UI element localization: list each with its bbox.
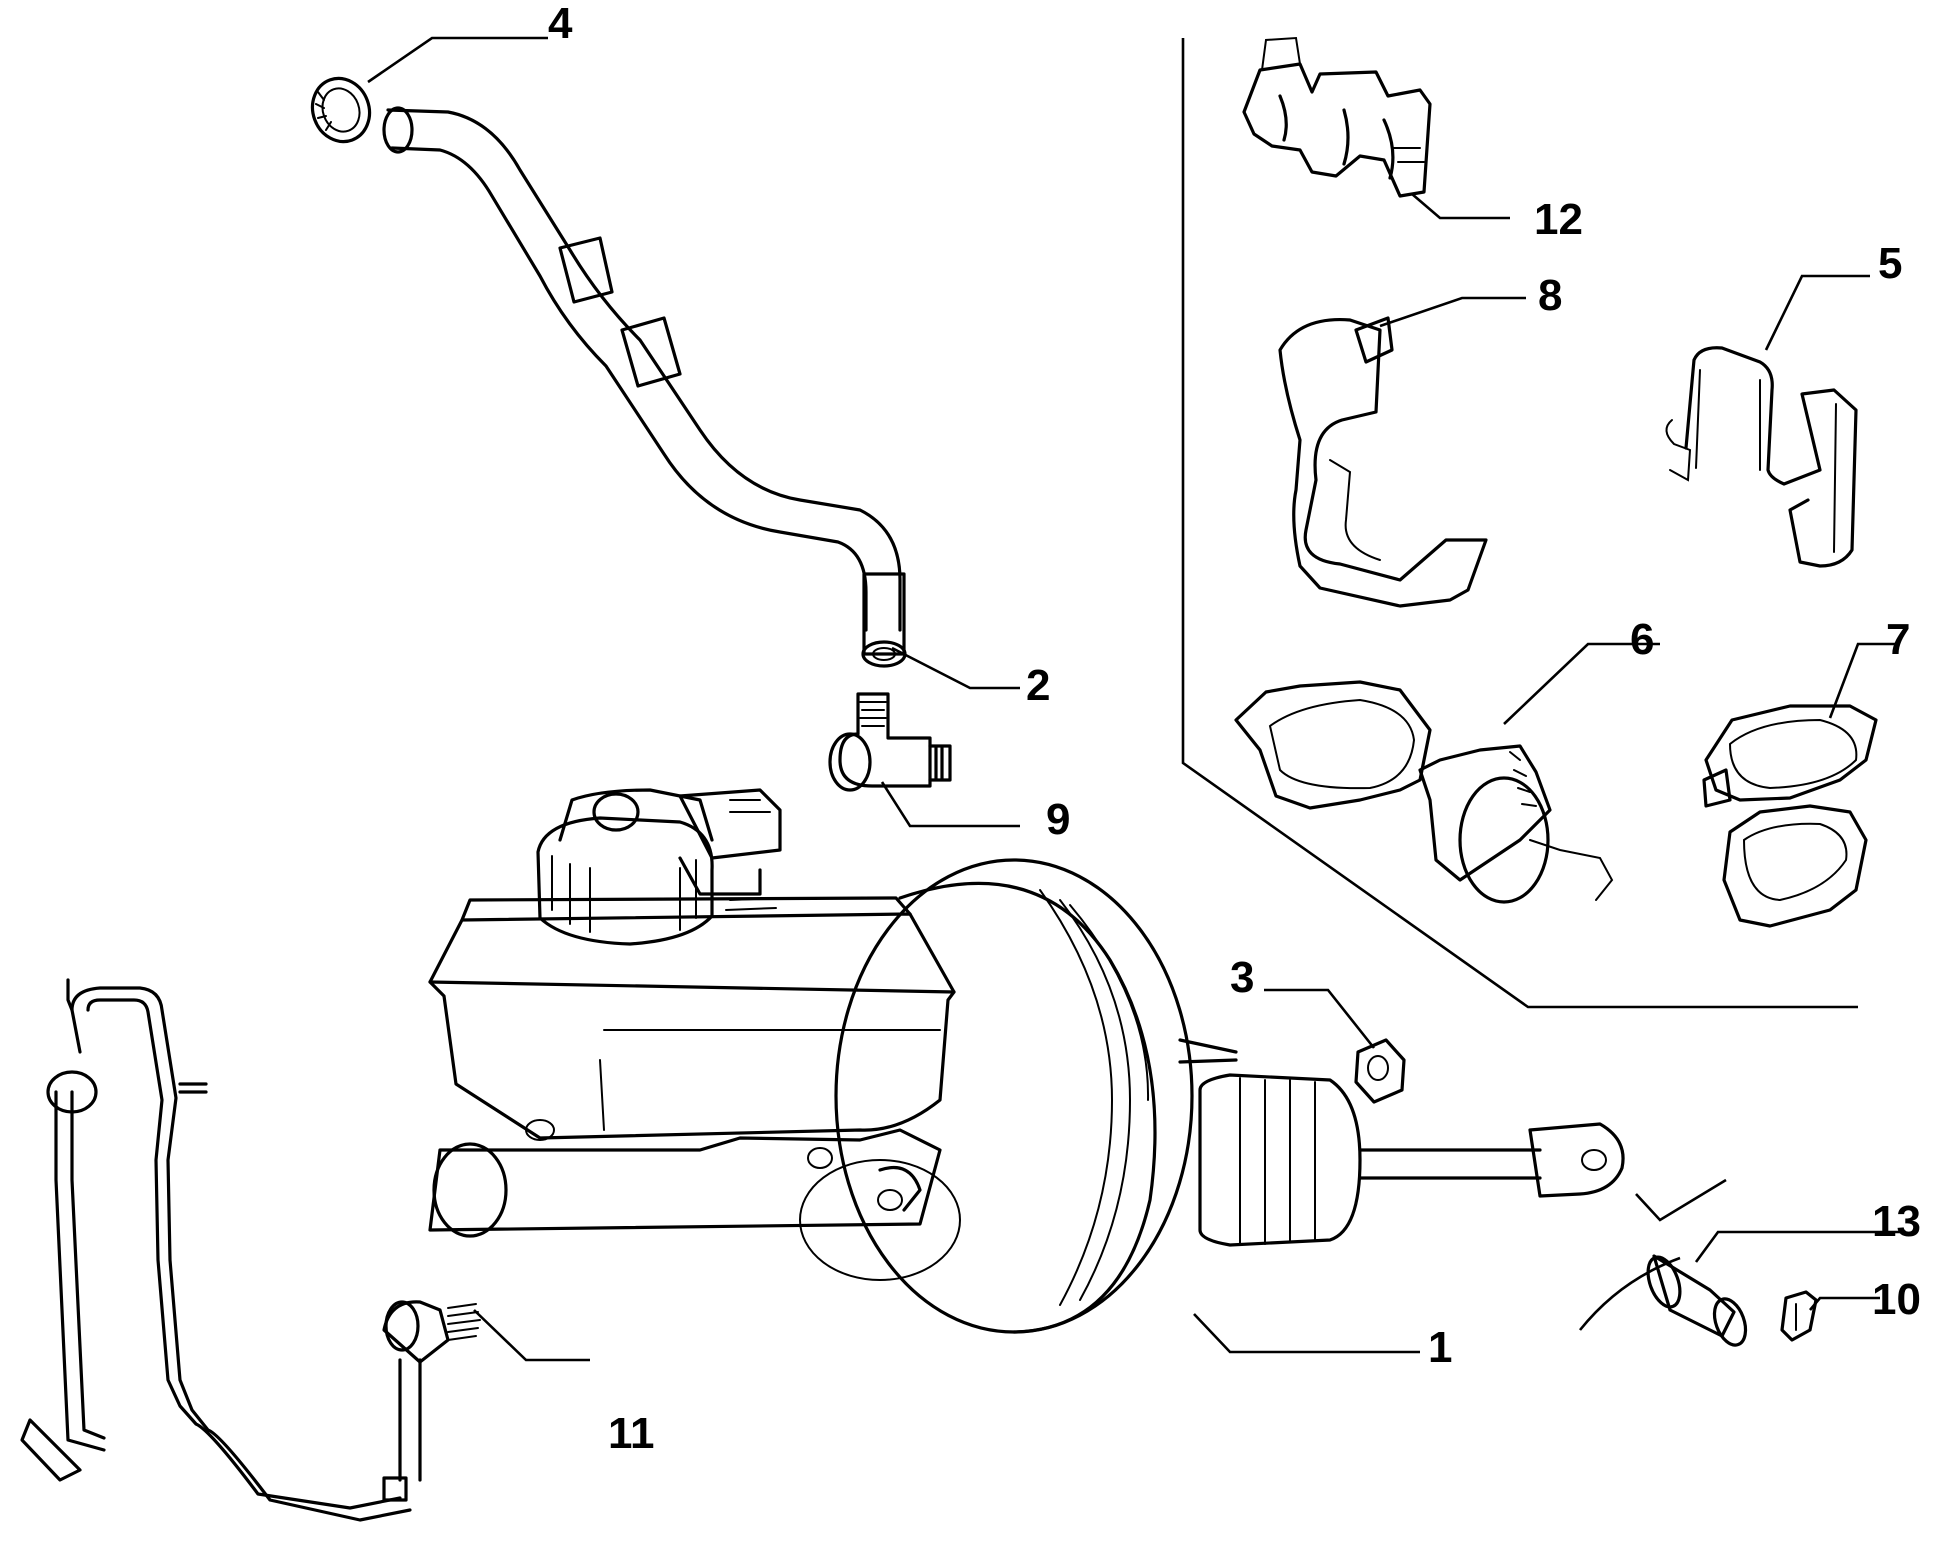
callout-labels: 4 2 9 3 1 11 12 8 5 6 7 13 10 <box>548 0 1921 1458</box>
callout-2: 2 <box>1026 661 1050 710</box>
clips-inset-frame <box>1181 38 1858 1009</box>
part-3-nut <box>1354 1038 1406 1104</box>
part-13-sleeve <box>1646 1254 1748 1347</box>
part-8-pipe-clip <box>1278 316 1488 608</box>
part-5-spring-wire-clip <box>1665 346 1858 568</box>
part-11-brake-pipe <box>20 978 481 1522</box>
callout-11: 11 <box>608 1409 655 1458</box>
part-4-hose-clamp <box>310 76 372 144</box>
callout-10: 10 <box>1872 1275 1921 1324</box>
part-2-vacuum-hose <box>382 106 907 668</box>
leader-lines <box>367 36 1906 1362</box>
part-9-elbow-connector <box>828 692 952 792</box>
callout-1: 1 <box>1428 1323 1452 1372</box>
part-10-retaining-clip <box>1780 1290 1818 1342</box>
part-6-ratchet-clip <box>1234 680 1614 904</box>
callout-13: 13 <box>1872 1197 1921 1246</box>
callout-4: 4 <box>548 0 573 48</box>
part-12-double-pipe-clip <box>1242 36 1432 198</box>
part-1-brake-booster-assembly <box>428 788 1727 1334</box>
part-7-twin-clip <box>1702 704 1878 928</box>
callout-12: 12 <box>1534 195 1583 244</box>
callout-8: 8 <box>1538 271 1562 320</box>
callout-3: 3 <box>1230 953 1254 1002</box>
callout-9: 9 <box>1046 795 1070 844</box>
callout-7: 7 <box>1886 615 1910 664</box>
callout-6: 6 <box>1630 615 1654 664</box>
callout-5: 5 <box>1878 239 1902 288</box>
